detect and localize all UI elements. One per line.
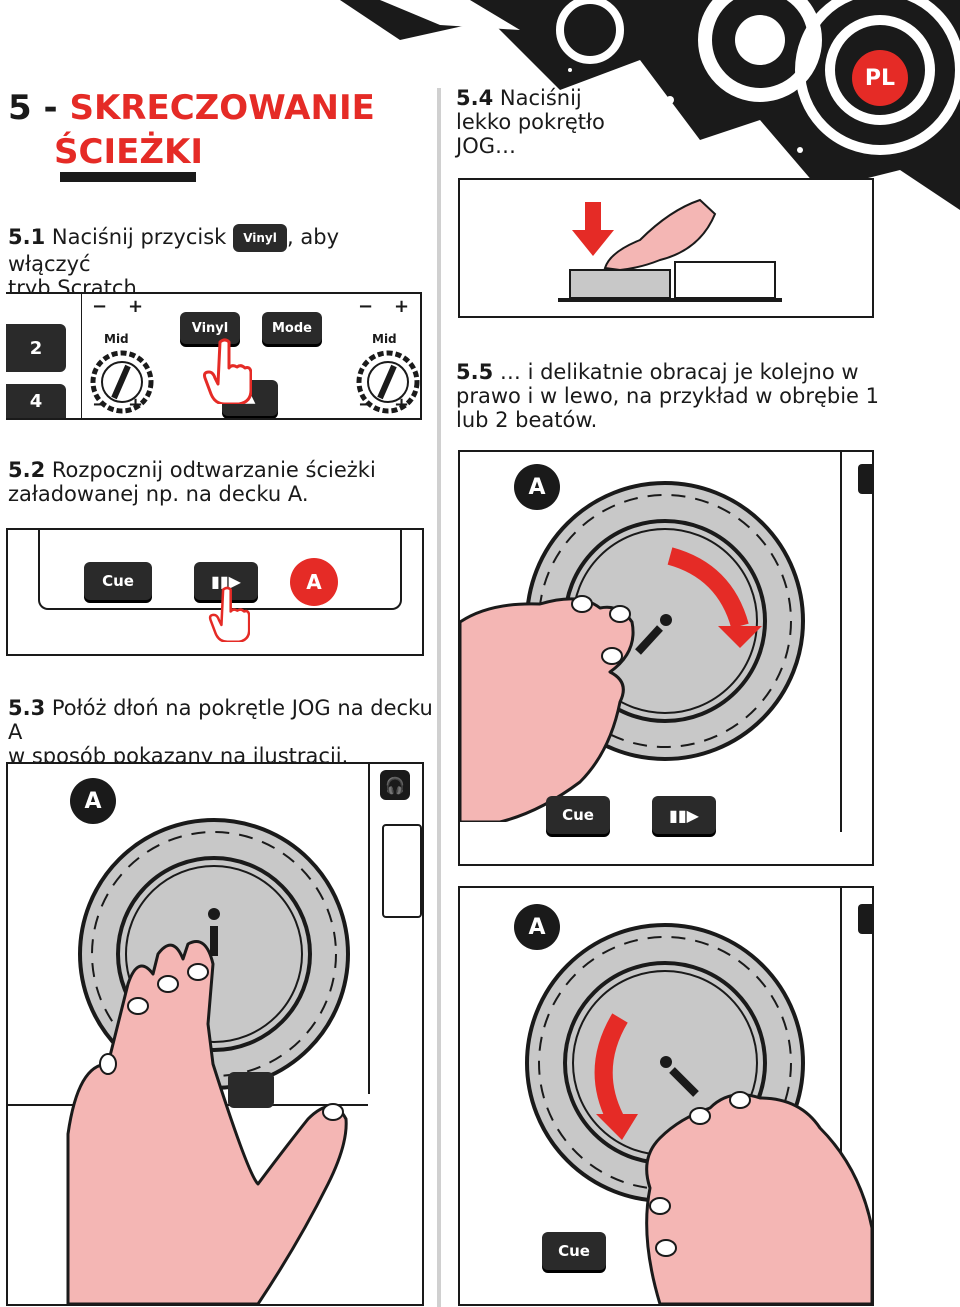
jog-panel-place-hand: A 🎧 bbox=[6, 762, 424, 1306]
play-pause-icon: ▮▮▶ bbox=[669, 805, 699, 825]
minus-label: − bbox=[358, 296, 374, 317]
cue-button[interactable]: Cue bbox=[546, 796, 610, 834]
knob-label-mid-right: Mid bbox=[372, 332, 397, 346]
step-text: lekko pokrętło bbox=[456, 110, 605, 134]
plus-label: + bbox=[394, 296, 410, 317]
controller-panel-play: Cue ▮▮▶ A bbox=[6, 528, 424, 656]
step-number: 5.3 bbox=[8, 696, 46, 720]
page-title: 5 - SKRECZOWANIE ŚCIEŻKI bbox=[8, 86, 375, 174]
plus-minus-label: − bbox=[92, 296, 108, 317]
step-text: Rozpocznij odtwarzanie ścieżki bbox=[51, 458, 376, 482]
play-pause-icon: ▮▮▶ bbox=[211, 571, 241, 591]
minus-label: − bbox=[358, 394, 374, 415]
press-illustration bbox=[558, 198, 782, 302]
play-pause-button[interactable]: ▮▮▶ bbox=[652, 796, 716, 834]
step-text: , aby włączyć bbox=[8, 225, 340, 276]
title-line-2: ŚCIEŻKI bbox=[54, 132, 203, 172]
step-5-1-text: 5.1 Naciśnij przycisk Vinyl, aby włączyć… bbox=[8, 224, 428, 300]
step-number: 5.5 bbox=[456, 360, 494, 384]
step-5-4-text: 5.4 Naciśnij lekko pokrętło JOG… bbox=[456, 86, 656, 158]
cue-button[interactable]: Cue bbox=[542, 1232, 606, 1270]
step-5-2-text: 5.2 Rozpocznij odtwarzanie ścieżki załad… bbox=[8, 458, 428, 506]
jog-panel-rotate-right: A Cue ▮▮▶ bbox=[458, 450, 874, 866]
minus-label: − bbox=[92, 394, 108, 415]
knob-label-mid-left: Mid bbox=[104, 332, 129, 346]
step-text: Połóż dłoń na pokrętle JOG na decku A bbox=[8, 696, 433, 744]
language-badge: PL bbox=[852, 50, 908, 106]
plus-label: + bbox=[128, 394, 144, 415]
deck-a-badge: A bbox=[290, 558, 338, 606]
plus-label: + bbox=[394, 394, 410, 415]
deck-a-badge: A bbox=[70, 778, 116, 824]
mid-knob-left[interactable] bbox=[90, 350, 154, 414]
title-underline bbox=[60, 172, 196, 182]
controller-panel-vinyl: 2 4 − + Mid − + Vinyl Mode ▲ − + Mid − + bbox=[6, 292, 422, 420]
column-divider bbox=[437, 88, 441, 1307]
mode-button[interactable]: Mode bbox=[262, 312, 322, 344]
step-5-3-text: 5.3 Połóż dłoń na pokrętle JOG na decku … bbox=[8, 696, 438, 768]
mid-knob-right[interactable] bbox=[356, 350, 420, 414]
step-text: JOG… bbox=[456, 134, 516, 158]
partial-button[interactable] bbox=[228, 1072, 274, 1108]
cue-button[interactable]: Cue bbox=[84, 562, 152, 600]
deck-button-4[interactable]: 4 bbox=[6, 384, 66, 418]
vinyl-button[interactable]: Vinyl bbox=[180, 312, 240, 344]
deck-a-badge: A bbox=[514, 464, 560, 510]
step-text: prawo i w lewo, na przykład w obrębie 1 bbox=[456, 384, 879, 408]
section-number: 5 - bbox=[8, 88, 58, 128]
step-number: 5.4 bbox=[456, 86, 494, 110]
hand-illustration bbox=[66, 940, 348, 1304]
inline-vinyl-button: Vinyl bbox=[233, 224, 288, 252]
step-number: 5.1 bbox=[8, 225, 46, 249]
pointing-hand-icon bbox=[203, 338, 252, 404]
step-text: Naciśnij bbox=[499, 86, 582, 110]
jog-press-panel bbox=[458, 178, 874, 318]
plus-label: + bbox=[128, 296, 144, 317]
hand-illustration bbox=[645, 1091, 872, 1304]
fader-track[interactable] bbox=[382, 824, 422, 918]
headphones-icon: 🎧 bbox=[380, 770, 410, 800]
step-text: … i delikatnie obracaj je kolejno w bbox=[499, 360, 859, 384]
decorative-header-graphic bbox=[340, 0, 960, 210]
title-line-1: SKRECZOWANIE bbox=[69, 88, 375, 128]
step-5-5-text: 5.5 … i delikatnie obracaj je kolejno w … bbox=[456, 360, 956, 432]
deck-button-2[interactable]: 2 bbox=[6, 324, 66, 372]
step-text: lub 2 beatów. bbox=[456, 408, 598, 432]
jog-panel-rotate-left: A Cue bbox=[458, 886, 874, 1306]
pointing-hand-icon bbox=[208, 586, 250, 642]
hand-illustration bbox=[460, 595, 635, 822]
step-number: 5.2 bbox=[8, 458, 46, 482]
step-text: załadowanej np. na decku A. bbox=[8, 482, 309, 506]
deck-a-badge: A bbox=[514, 904, 560, 950]
step-text: Naciśnij przycisk bbox=[51, 225, 227, 249]
